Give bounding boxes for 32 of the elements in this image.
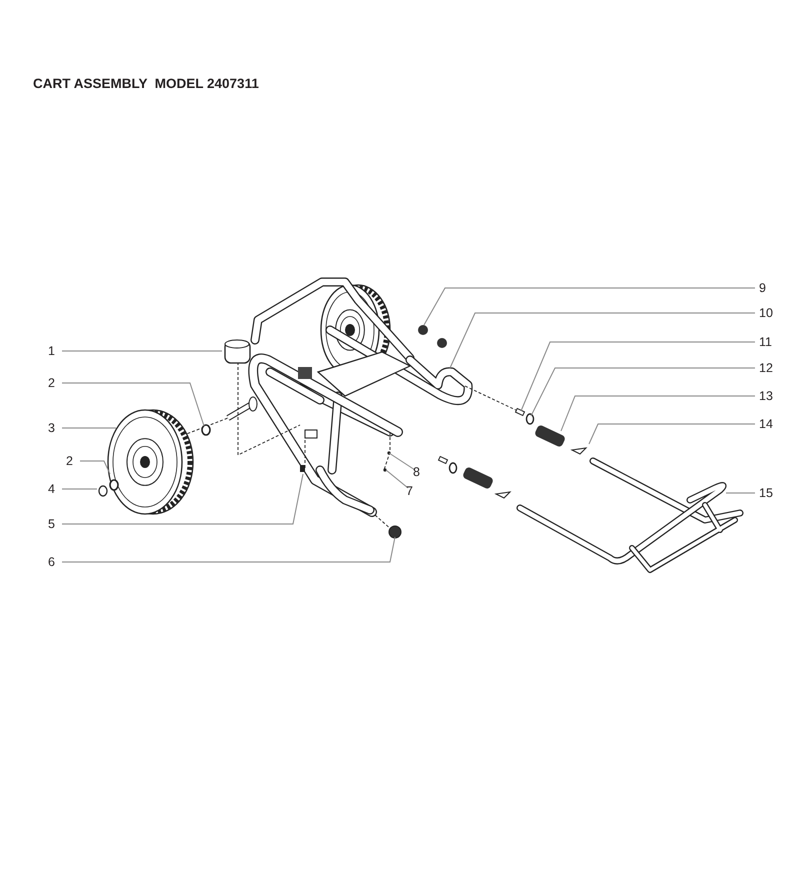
leader-line	[424, 288, 756, 326]
leader-line	[80, 460, 110, 474]
callout-number: 1	[48, 343, 68, 359]
callout-number: 10	[759, 305, 779, 321]
callout-number: 6	[48, 554, 68, 570]
leader-line	[450, 312, 756, 368]
callout-number: 9	[759, 280, 779, 296]
leader-line	[62, 474, 304, 524]
callout-number: 13	[759, 388, 779, 404]
leader-line	[560, 396, 756, 432]
callout-number: 7	[406, 483, 426, 499]
callout-number: 3	[48, 420, 68, 436]
leader-line	[530, 368, 756, 416]
leader-line	[388, 452, 416, 470]
leader-line	[62, 350, 222, 352]
diagram-title: CART ASSEMBLY MODEL 2407311	[33, 76, 259, 91]
callout-number: 14	[759, 416, 779, 432]
callout-number: 15	[759, 485, 779, 501]
callout-number: 11	[759, 334, 779, 350]
leader-line	[386, 470, 408, 488]
callout-number: 2	[66, 453, 86, 469]
leader-line	[62, 382, 204, 426]
leader-line	[726, 492, 756, 494]
callout-number: 2	[48, 375, 68, 391]
callout-number: 4	[48, 481, 68, 497]
leader-line	[62, 488, 98, 490]
leader-line	[520, 342, 756, 412]
leader-line	[62, 536, 396, 562]
callout-number: 8	[413, 464, 433, 480]
callout-number: 5	[48, 516, 68, 532]
leader-line	[588, 424, 756, 444]
callout-number: 12	[759, 360, 779, 376]
